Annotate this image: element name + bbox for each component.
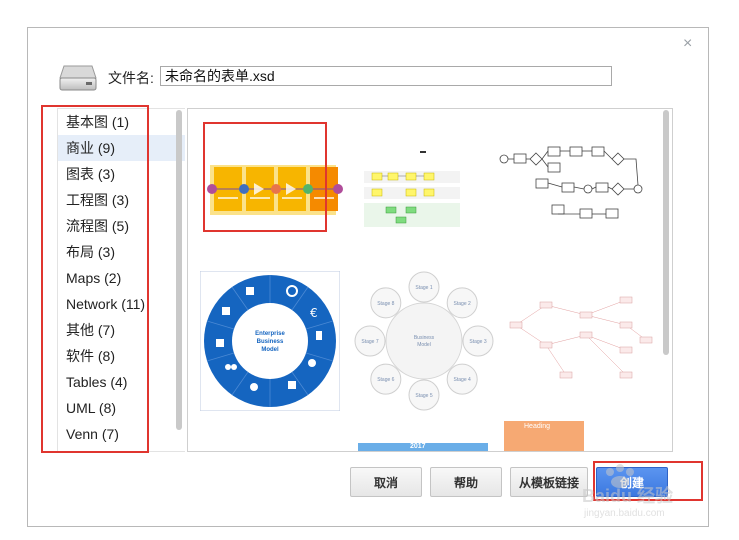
stage-label: Stage 7 <box>361 339 378 345</box>
enterprise-title-1: Enterprise <box>255 331 285 337</box>
template-heading-label: Heading <box>524 423 551 430</box>
template-enterprise-model[interactable]: € Enterprise Business Model <box>200 271 340 411</box>
template-process-flow[interactable] <box>204 131 344 231</box>
stage-label: Stage 3 <box>469 339 486 345</box>
category-item[interactable]: Maps (2) <box>66 270 122 286</box>
enterprise-title-3: Model <box>261 347 279 353</box>
template-timeline-partial[interactable] <box>358 443 488 451</box>
stage-label: Stage 2 <box>454 301 471 307</box>
stage-node <box>408 271 440 303</box>
hard-drive-icon <box>59 65 97 91</box>
stage-node <box>370 287 402 319</box>
close-icon[interactable]: × <box>683 35 693 52</box>
category-item[interactable]: 流程图 (5) <box>66 218 129 234</box>
template-year-label: 2017 <box>410 443 426 450</box>
template-bpmn[interactable] <box>496 139 656 229</box>
category-item[interactable]: Tables (4) <box>66 374 128 390</box>
cancel-button[interactable]: 取消 <box>350 467 422 497</box>
template-relationship-map[interactable] <box>506 285 656 395</box>
stage-center-1: Business <box>414 335 435 341</box>
category-item[interactable]: 商业 (9) <box>58 135 185 161</box>
stage-node <box>354 325 386 357</box>
stage-label: Stage 5 <box>415 393 432 399</box>
stage-label: Stage 1 <box>415 285 432 291</box>
template-grid: € Enterprise Business Model Business Mod… <box>187 108 673 452</box>
category-item[interactable]: 工程图 (3) <box>66 192 129 208</box>
category-item[interactable]: UML (8) <box>66 400 117 416</box>
stage-node <box>370 363 402 395</box>
category-list: 基本图 (1) 商业 (9) 图表 (3) 工程图 (3) 流程图 (5) 布局 (3) M… <box>57 108 185 452</box>
stage-node <box>408 379 440 411</box>
template-scrollbar[interactable] <box>663 110 669 355</box>
filename-label: 文件名: <box>108 70 154 86</box>
template-heading-partial[interactable] <box>504 421 584 451</box>
svg-text:€: € <box>310 306 318 320</box>
template-stage-cycle[interactable]: Business Model Stage 1 Stage 2 Stage 3 Stag… <box>350 269 498 415</box>
create-button[interactable]: 创建 <box>596 467 668 497</box>
category-item[interactable]: 基本图 (1) <box>66 114 129 130</box>
enterprise-title-2: Business <box>257 339 284 345</box>
stage-center-2: Model <box>417 342 431 348</box>
from-template-link-button[interactable]: 从模板链接 <box>510 467 588 497</box>
template-swimlane[interactable] <box>360 149 470 231</box>
stage-label: Stage 8 <box>377 301 394 307</box>
category-item[interactable]: Network (11) <box>66 296 146 312</box>
stage-node <box>446 287 478 319</box>
category-item[interactable]: 图表 (3) <box>66 166 115 182</box>
category-item[interactable]: 布局 (3) <box>66 244 115 260</box>
stage-label: Stage 4 <box>454 377 471 383</box>
category-scrollbar[interactable] <box>176 110 182 430</box>
stage-label: Stage 6 <box>377 377 394 383</box>
category-item[interactable]: Venn (7) <box>66 426 119 442</box>
category-item[interactable]: 其他 (7) <box>66 322 115 338</box>
filename-input[interactable] <box>160 66 612 86</box>
stage-node <box>446 363 478 395</box>
stage-node <box>462 325 494 357</box>
category-item[interactable]: 软件 (8) <box>66 348 115 364</box>
help-button[interactable]: 帮助 <box>430 467 502 497</box>
